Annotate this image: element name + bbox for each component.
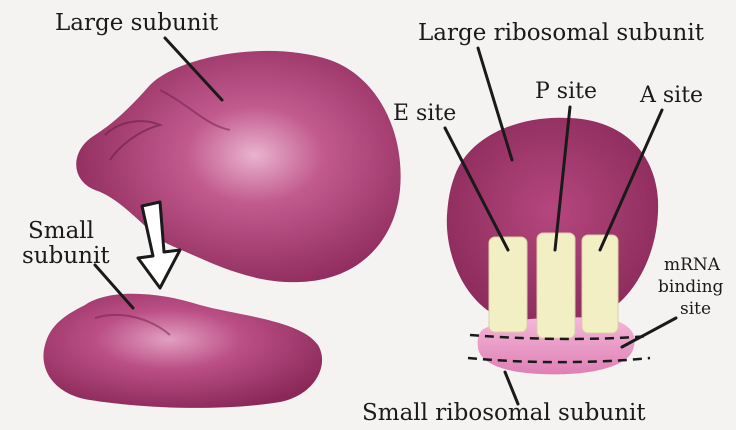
label-large-ribosomal-subunit: Large ribosomal subunit [418,20,705,46]
label-mrna-line1: mRNA [664,255,721,275]
label-e-site: E site [393,101,456,126]
label-small-ribosomal-subunit: Small ribosomal subunit [362,400,646,426]
label-mrna-line2: binding [658,277,724,297]
label-small-subunit-line2: subunit [22,243,110,269]
label-a-site: A site [639,83,703,108]
label-small-subunit-line1: Small [28,218,94,244]
large-subunit-shape [76,51,400,282]
small-subunit-shape [43,294,322,408]
label-mrna-line3: site [680,299,711,319]
label-large-subunit: Large subunit [55,10,219,36]
label-p-site: P site [535,79,597,104]
